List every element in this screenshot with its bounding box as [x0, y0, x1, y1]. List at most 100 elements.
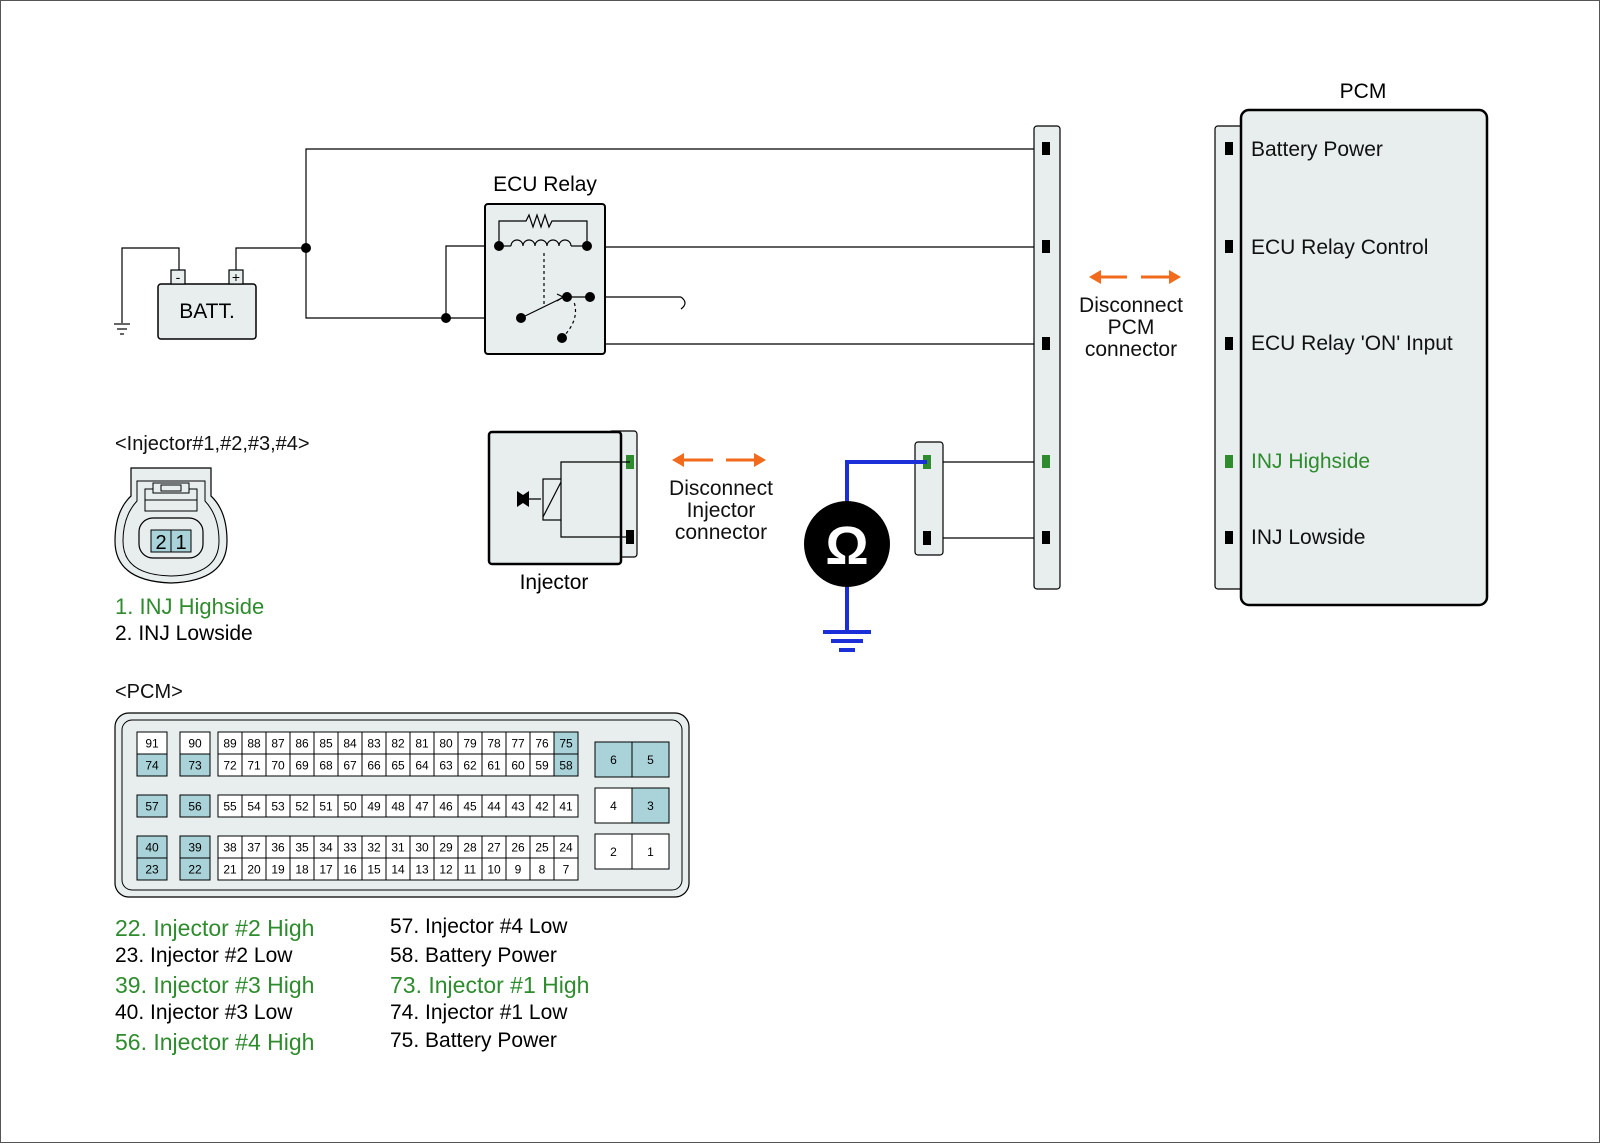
pcm-pin-label: 13 [415, 863, 429, 877]
pcm-legend-item: 74. Injector #1 Low [390, 1000, 568, 1024]
pcm-pin-ecu-relay-control: ECU Relay Control [1251, 236, 1429, 259]
pcm-pin-label: 33 [343, 841, 357, 855]
pcm-pin-label: 40 [145, 841, 159, 855]
pcm-pin-label: 84 [343, 737, 357, 751]
pcm-pin-label: 5 [647, 753, 654, 767]
pcm-pin-battery-power: Battery Power [1251, 138, 1383, 161]
pcm-pin-label: 78 [487, 737, 501, 751]
pcm-legend-item: 22. Injector #2 High [115, 915, 315, 941]
pcm-pin-inj-lowside: INJ Lowside [1251, 526, 1366, 549]
pcm-pin-label: 15 [367, 863, 381, 877]
ground-symbol-battery [114, 247, 180, 335]
pcm-pin-label: 76 [535, 737, 549, 751]
injector-connector-title: <Injector#1,#2,#3,#4> [115, 433, 310, 455]
pcm-legend-item: 58. Battery Power [390, 943, 557, 967]
pcm-pin-label: 81 [415, 737, 429, 751]
pcm-pin-label: 70 [271, 759, 285, 773]
pcm-pin-label: 35 [295, 841, 309, 855]
pcm-pin-cell [594, 787, 633, 824]
pcm-pin-label: 54 [247, 800, 261, 814]
pcm-pin-label: 49 [367, 800, 381, 814]
pcm-pin-cell [136, 753, 168, 777]
pcm-pin-label: 45 [463, 800, 477, 814]
pcm-pin-label: 82 [391, 737, 405, 751]
battery-plus-label: + [232, 269, 240, 285]
disconnect-injector-line-3: connector [674, 521, 768, 544]
meter-connector [914, 441, 944, 556]
pcm-pin-label: 57 [145, 800, 159, 814]
pcm-pin-label: 66 [367, 759, 381, 773]
pcm-pin-label: 4 [610, 799, 617, 813]
pcm-pin-label: 72 [223, 759, 237, 773]
pcm-pin-cell [594, 833, 633, 870]
pcm-legend-item: 39. Injector #3 High [115, 972, 315, 998]
disconnect-injector-label: Disconnect Injector connector [651, 478, 791, 544]
disconnect-pcm-line-1: Disconnect [1079, 294, 1183, 317]
pcm-pin-label: 52 [295, 800, 309, 814]
pcm-pin-cell [631, 741, 670, 778]
pcm-pin-label: 47 [415, 800, 429, 814]
pcm-pin-label: 85 [319, 737, 333, 751]
battery-minus-label: - [176, 269, 181, 285]
pcm-pin-label: 18 [295, 863, 309, 877]
pcm-pin-label: 22 [188, 863, 202, 877]
disconnect-pcm-arrows [1089, 270, 1181, 284]
injector-pin-1: 1 [175, 532, 186, 554]
pcm-pin-label: 86 [295, 737, 309, 751]
pcm-legend-item: 23. Injector #2 Low [115, 943, 293, 967]
pcm-legend-item: 73. Injector #1 High [390, 972, 590, 998]
injector-legend-2: 2. INJ Lowside [115, 622, 253, 645]
pcm-pin-label: 41 [559, 800, 573, 814]
pcm-legend-item: 56. Injector #4 High [115, 1029, 315, 1055]
pcm-pin-cell [631, 833, 670, 870]
pcm-pin-label: 21 [223, 863, 237, 877]
pcm-pin-label: 79 [463, 737, 477, 751]
pcm-pin-label: 14 [391, 863, 405, 877]
pcm-pin-label: 69 [295, 759, 309, 773]
pcm-pin-label: 2 [610, 845, 617, 859]
pcm-pin-label: 90 [188, 737, 202, 751]
pcm-pin-inj-highside: INJ Highside [1251, 450, 1371, 473]
pcm-legend-item: 75. Battery Power [390, 1029, 557, 1052]
pcm-connector-title: <PCM> [115, 681, 183, 703]
pcm-pin-ecu-relay-on-input: ECU Relay 'ON' Input [1251, 332, 1453, 355]
pcm-pin-label: 44 [487, 800, 501, 814]
pcm-pin-label: 28 [463, 841, 477, 855]
pcm-pin-label: 11 [464, 863, 477, 877]
pcm-pin-label: 37 [247, 841, 261, 855]
pcm-pin-label: 55 [223, 800, 237, 814]
pcm-pin-label: 9 [515, 863, 522, 877]
pcm-pin-cell [553, 753, 579, 777]
ohmmeter: Ω [804, 460, 927, 652]
pcm-pin-label: 63 [439, 759, 453, 773]
pcm-pin-cell [594, 741, 633, 778]
pcm-pin-cell [179, 753, 211, 777]
pcm-pin-label: 38 [223, 841, 237, 855]
pcm-pin-label: 43 [511, 800, 525, 814]
pcm-pin-label: 77 [511, 737, 525, 751]
pcm-pin-label: 46 [439, 800, 453, 814]
pcm-pin-label: 27 [487, 841, 501, 855]
pcm-pin-label: 30 [415, 841, 429, 855]
pcm-pin-label: 91 [145, 737, 159, 751]
pcm-pin-cell [136, 857, 168, 881]
disconnect-pcm-label: Disconnect PCM connector [1066, 295, 1196, 361]
pcm-harness-connector [1033, 125, 1061, 590]
pcm-pin-label: 67 [343, 759, 357, 773]
ecu-relay-title: ECU Relay [493, 173, 597, 196]
pcm-pin-cell [136, 794, 168, 818]
pcm-pin-cell [179, 857, 211, 881]
pcm-pin-label: 89 [223, 737, 237, 751]
pcm-pin-label: 6 [610, 753, 617, 767]
pcm-pin-label: 58 [559, 759, 573, 773]
pcm-pin-label: 10 [487, 863, 501, 877]
ohm-symbol: Ω [825, 516, 868, 576]
pcm-pin-label: 59 [535, 759, 549, 773]
ecu-relay: ECU Relay [484, 173, 606, 355]
wire-junctions [301, 243, 451, 323]
battery: - + BATT. [157, 269, 257, 340]
disconnect-injector-line-1: Disconnect [669, 477, 773, 500]
pcm-legend-item: 57. Injector #4 Low [390, 915, 568, 938]
